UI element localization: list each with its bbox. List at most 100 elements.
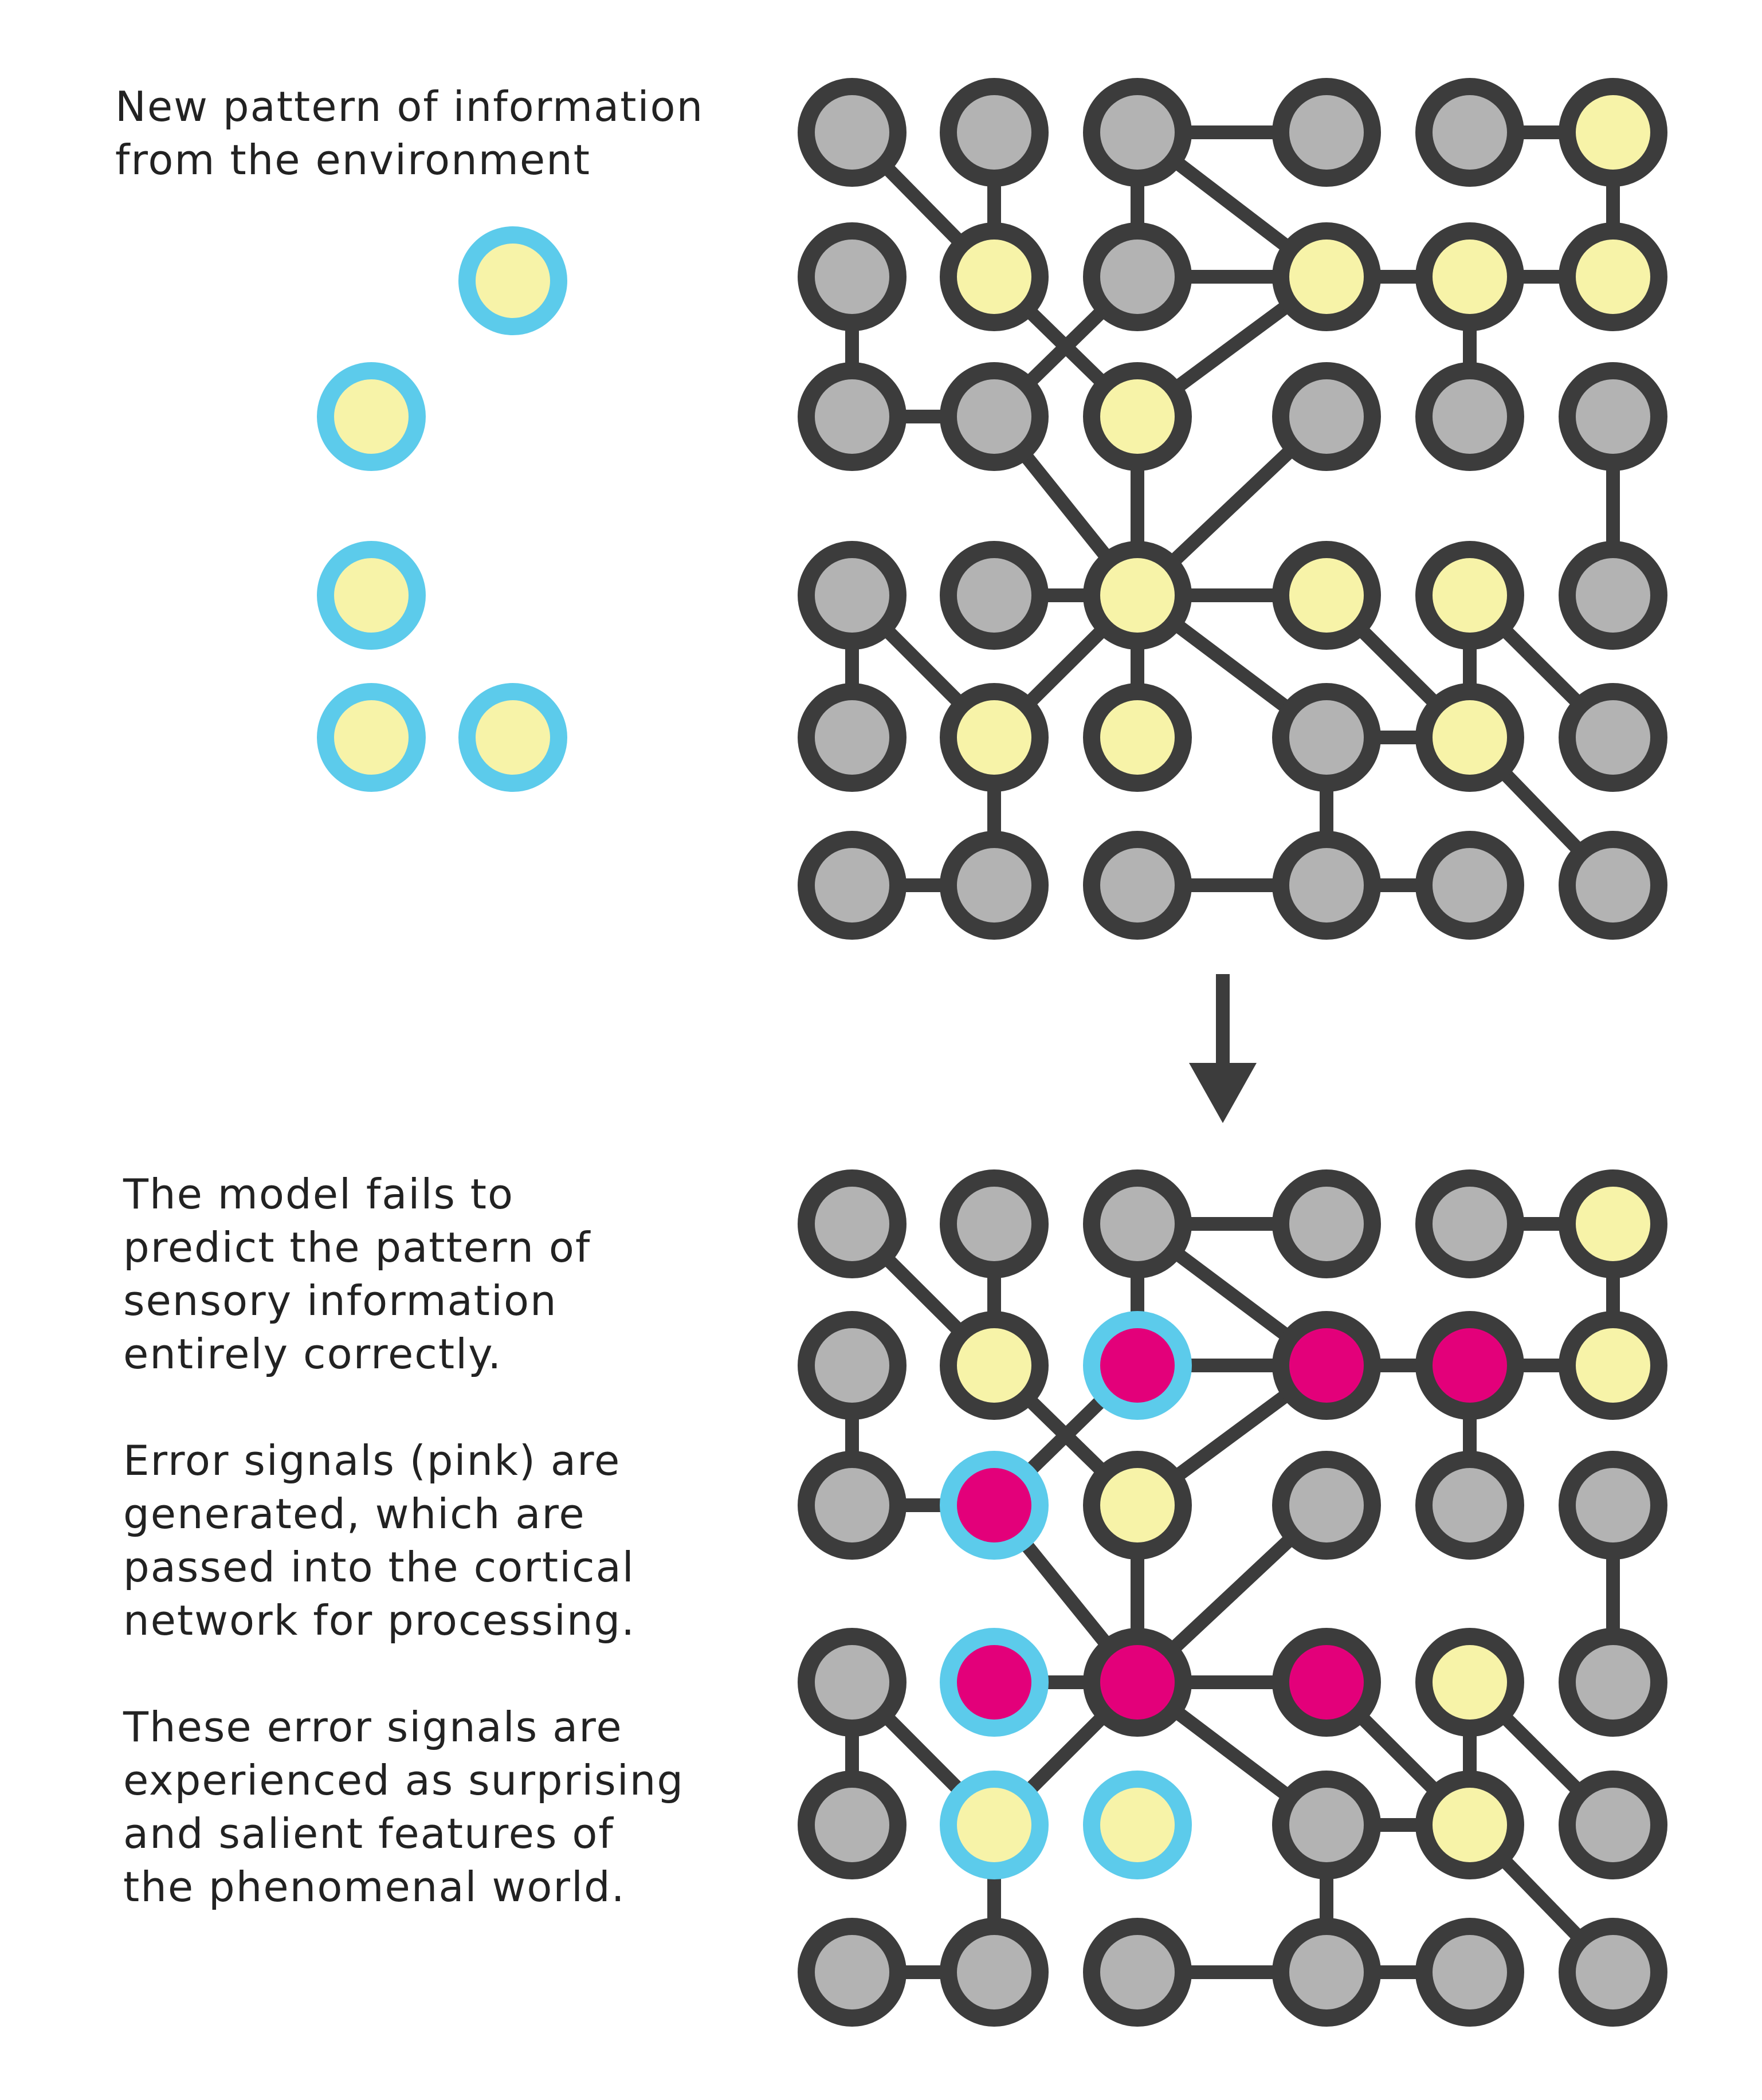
node-inactive (940, 541, 1049, 650)
node-error (1272, 1311, 1381, 1420)
input-dot (317, 362, 426, 471)
node-inactive (798, 1311, 906, 1420)
node-inactive (798, 831, 906, 940)
node-inactive (1559, 1451, 1667, 1560)
node-active (1415, 222, 1524, 331)
node-inactive (1272, 78, 1381, 187)
node-inactive (1272, 683, 1381, 792)
top-network-grid (798, 78, 1667, 940)
node-inactive (1559, 683, 1667, 792)
caption-line: from the environment (115, 136, 591, 184)
node-inactive (1415, 1451, 1524, 1560)
node-inactive (1083, 78, 1192, 187)
caption-line: entirely correctly. (123, 1330, 503, 1378)
network-nodes (798, 1169, 1667, 2027)
input-dot (458, 683, 567, 792)
node-active (940, 1311, 1049, 1420)
node-active (1083, 1451, 1192, 1560)
node-error-input (940, 1628, 1049, 1737)
node-inactive (940, 1918, 1049, 2027)
network-nodes (798, 78, 1667, 940)
node-inactive (1272, 1918, 1381, 2027)
node-active (940, 683, 1049, 792)
node-inactive (1272, 1169, 1381, 1278)
caption-line: passed into the cortical (123, 1543, 635, 1591)
node-active (1415, 1771, 1524, 1879)
node-inactive (1272, 362, 1381, 471)
node-active (940, 222, 1049, 331)
node-inactive (798, 1918, 906, 2027)
node-inactive (798, 362, 906, 471)
caption-line: sensory information (123, 1277, 558, 1325)
node-active (1559, 222, 1667, 331)
input-dot (317, 683, 426, 792)
node-inactive (940, 831, 1049, 940)
node-inactive (1272, 1771, 1381, 1879)
caption-line: and salient features of (123, 1809, 614, 1858)
caption-line: Error signals (pink) are (123, 1436, 621, 1485)
node-inactive (1559, 362, 1667, 471)
node-inactive (798, 1169, 906, 1278)
bottom-network-grid (798, 1169, 1667, 2027)
node-active (1272, 541, 1381, 650)
node-inactive (1083, 1169, 1192, 1278)
node-error-input (1083, 1311, 1192, 1420)
node-inactive (1559, 831, 1667, 940)
node-inactive (1083, 222, 1192, 331)
node-inactive (1272, 1451, 1381, 1560)
node-inactive (1083, 1918, 1192, 2027)
node-inactive (798, 1451, 906, 1560)
node-error (1415, 1311, 1524, 1420)
node-active-input (940, 1771, 1049, 1879)
node-inactive (798, 1628, 906, 1737)
node-inactive (1415, 78, 1524, 187)
node-inactive (940, 78, 1049, 187)
node-inactive (1559, 1918, 1667, 2027)
node-active (1083, 541, 1192, 650)
input-dot (458, 226, 567, 335)
node-active-input (1083, 1771, 1192, 1879)
node-inactive (1272, 831, 1381, 940)
caption-line: the phenomenal world. (123, 1863, 626, 1911)
node-inactive (1083, 831, 1192, 940)
node-inactive (798, 541, 906, 650)
node-active (1559, 1311, 1667, 1420)
node-active (1415, 683, 1524, 792)
node-inactive (798, 1771, 906, 1879)
node-active (1415, 541, 1524, 650)
node-active (1559, 1169, 1667, 1278)
node-inactive (940, 362, 1049, 471)
node-error-input (940, 1451, 1049, 1560)
node-error (1272, 1628, 1381, 1737)
node-active (1559, 78, 1667, 187)
arrow-head (1189, 1063, 1257, 1123)
node-inactive (1559, 1628, 1667, 1737)
caption-line: predict the pattern of (123, 1223, 591, 1271)
node-inactive (798, 222, 906, 331)
node-active (1083, 683, 1192, 792)
top-caption: New pattern of information from the envi… (115, 80, 704, 187)
node-error (1083, 1628, 1192, 1737)
node-inactive (1415, 1169, 1524, 1278)
node-active (1272, 222, 1381, 331)
node-inactive (1415, 1918, 1524, 2027)
node-inactive (1415, 362, 1524, 471)
bottom-caption: The model fails to predict the pattern o… (123, 1168, 684, 1914)
down-arrow-icon (1189, 974, 1257, 1123)
caption-line: These error signals are (123, 1703, 623, 1751)
node-inactive (798, 78, 906, 187)
node-active (1415, 1628, 1524, 1737)
caption-line: network for processing. (123, 1596, 636, 1644)
node-inactive (1559, 541, 1667, 650)
node-inactive (1559, 1771, 1667, 1879)
node-inactive (940, 1169, 1049, 1278)
node-inactive (798, 683, 906, 792)
caption-line: New pattern of information (115, 83, 704, 131)
input-pattern (317, 226, 567, 792)
caption-line: experienced as surprising (123, 1756, 685, 1804)
caption-line: generated, which are (123, 1490, 586, 1538)
caption-line: The model fails to (123, 1170, 515, 1218)
node-active (1083, 362, 1192, 471)
input-dot (317, 541, 426, 650)
